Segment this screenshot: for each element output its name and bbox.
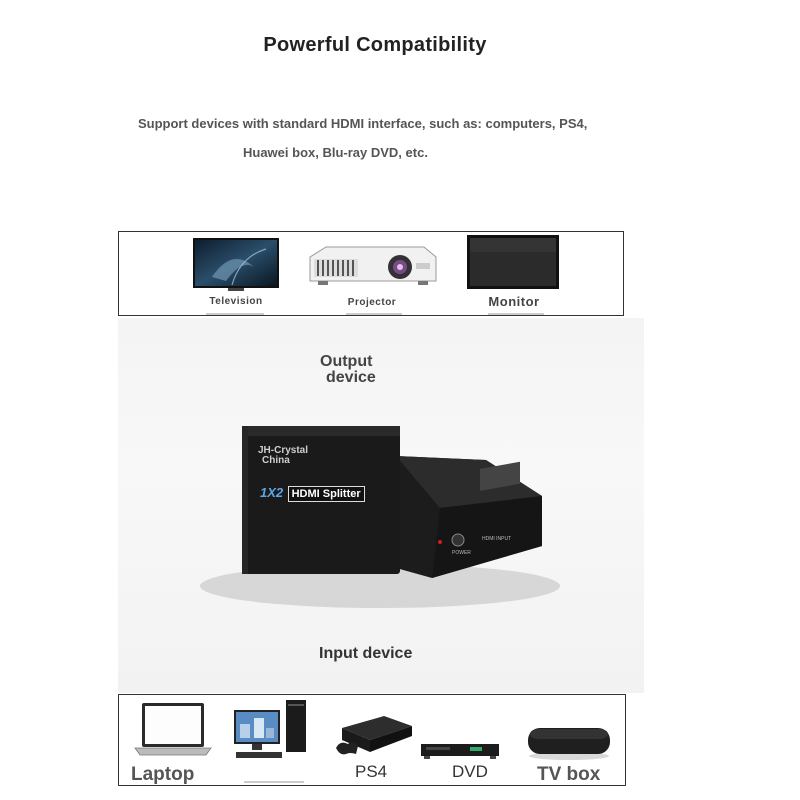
label-underline bbox=[488, 313, 544, 315]
projector-icon bbox=[304, 243, 440, 294]
label-underline bbox=[346, 313, 402, 315]
device-label-television: Television bbox=[209, 296, 263, 307]
device-label-dvd: DVD bbox=[452, 762, 488, 781]
page-title: Powerful Compatibility bbox=[263, 34, 487, 56]
label-underline bbox=[206, 313, 264, 315]
subtitle-line-1: Support devices with standard HDMI inter… bbox=[138, 116, 588, 131]
brand-line-2: China bbox=[262, 455, 290, 466]
input-device-label: Input device bbox=[319, 645, 413, 662]
laptop-icon bbox=[134, 702, 212, 765]
ps4-console-icon bbox=[334, 712, 414, 765]
hdmi-splitter-image: JH-Crystal China 1X2 HDMI Splitter POWER… bbox=[190, 418, 560, 618]
monitor-icon bbox=[466, 234, 560, 297]
subtitle-line-2: Huawei box, Blu-ray DVD, etc. bbox=[243, 145, 428, 160]
output-device-label-line-1: Output bbox=[320, 353, 373, 370]
device-label-ps4: PS4 bbox=[355, 762, 388, 781]
device-label-projector: Projector bbox=[347, 297, 397, 308]
output-device-label-line-2: device bbox=[326, 369, 376, 386]
desktop-computer-icon bbox=[232, 698, 308, 767]
splitter-model-logo: 1X2 HDMI Splitter bbox=[260, 484, 365, 502]
device-label-monitor: Monitor bbox=[488, 294, 540, 309]
hdmi-input-port-label: HDMI INPUT bbox=[482, 536, 512, 542]
label-underline bbox=[244, 781, 304, 783]
power-port-label: POWER bbox=[452, 550, 471, 556]
device-label-tv-box: TV box bbox=[537, 764, 601, 785]
dvd-player-icon bbox=[420, 738, 500, 767]
tv-box-icon bbox=[524, 722, 614, 767]
model-name: HDMI Splitter bbox=[287, 486, 365, 502]
model-prefix: 1X2 bbox=[260, 485, 284, 500]
brand-line-1: JH-Crystal bbox=[258, 445, 309, 456]
television-icon bbox=[192, 237, 280, 298]
device-label-laptop: Laptop bbox=[131, 764, 195, 785]
